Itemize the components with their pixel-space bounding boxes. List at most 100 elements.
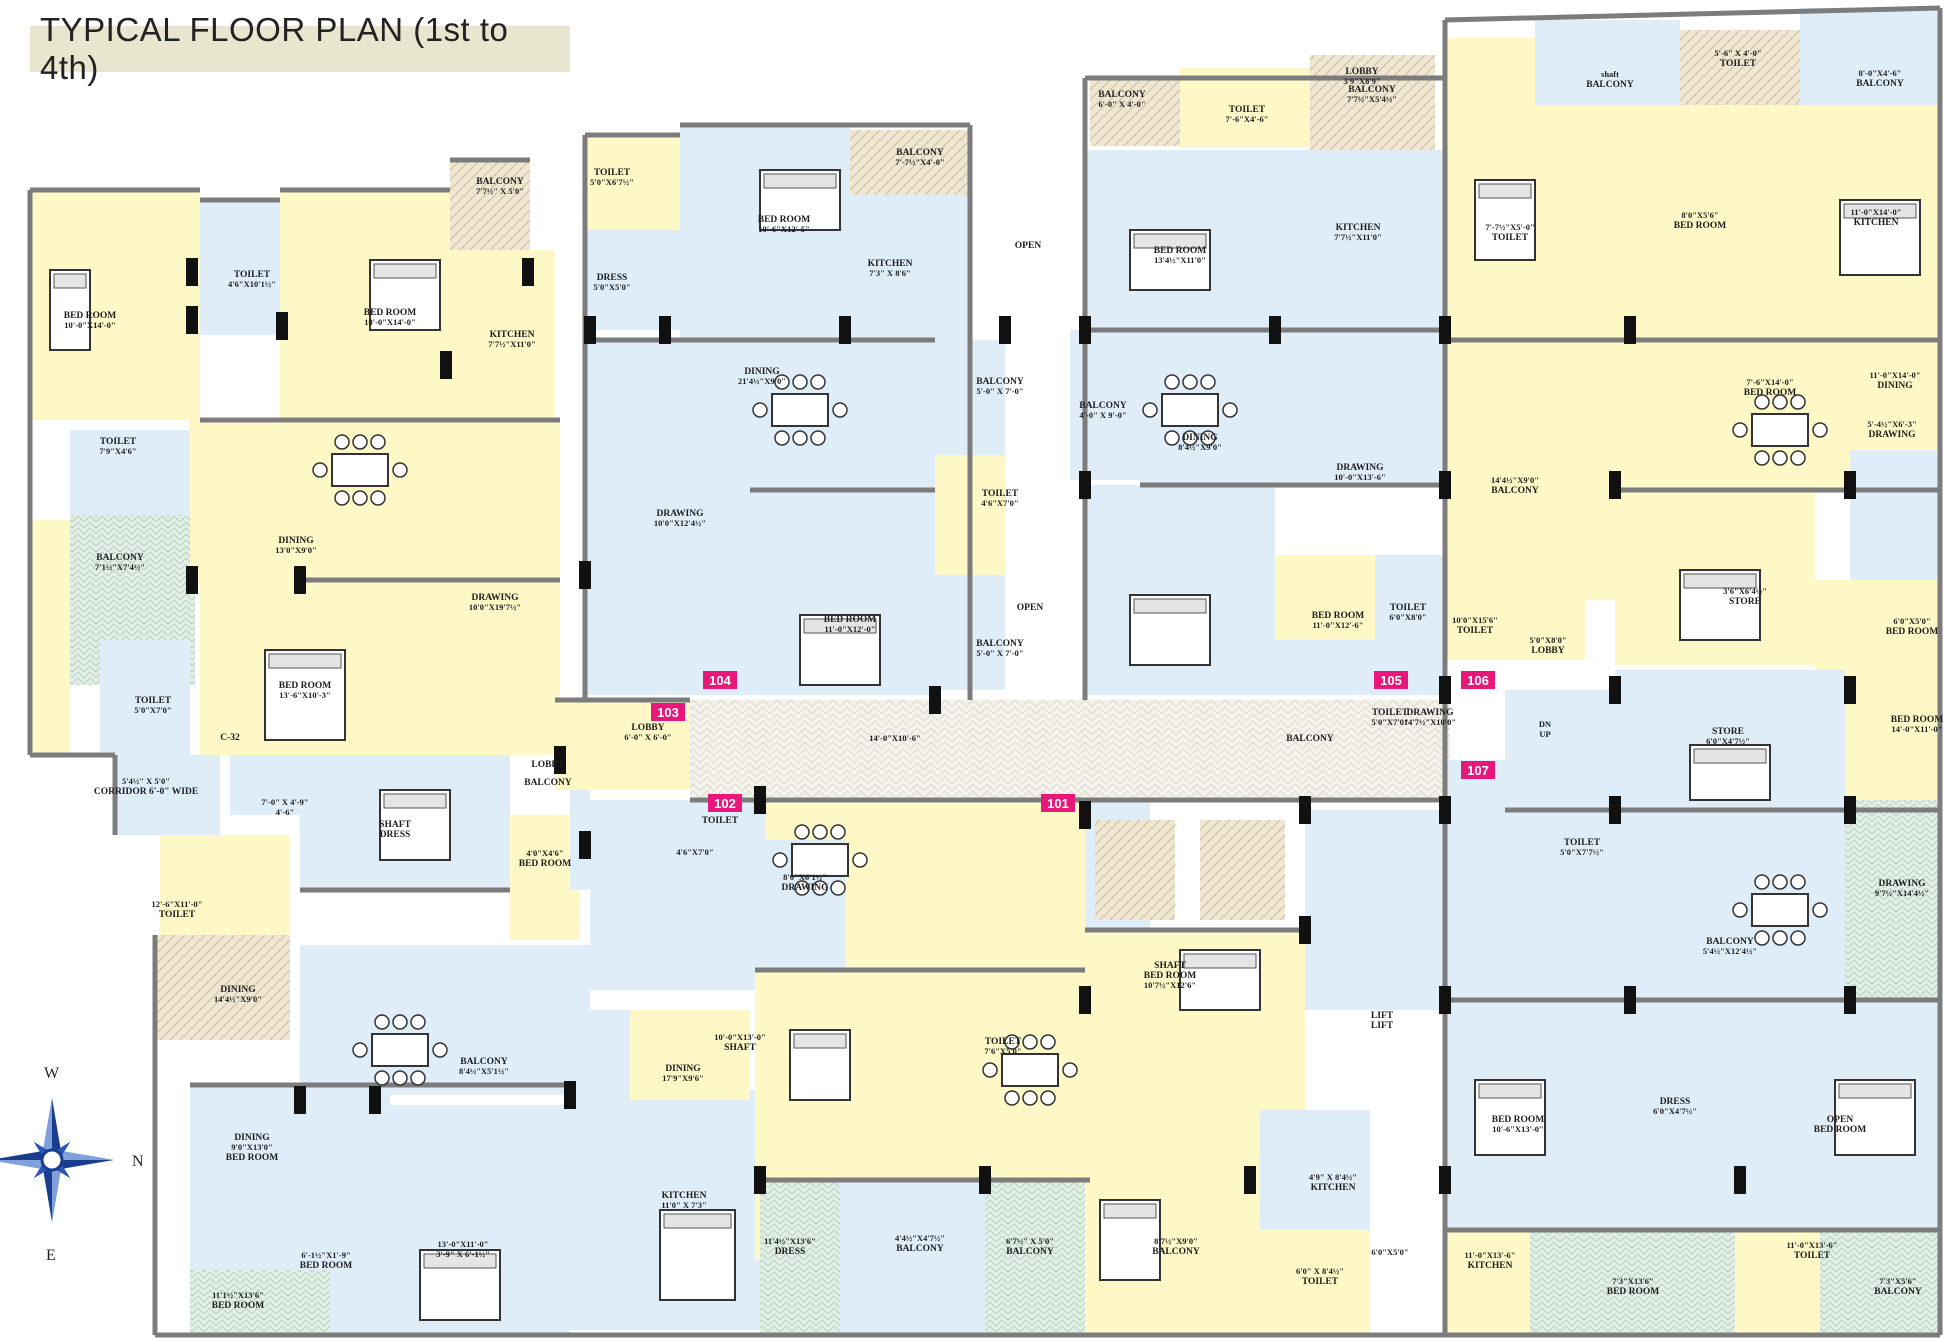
room-area	[680, 125, 850, 340]
room-label: TOILET	[159, 910, 196, 920]
structural-column	[999, 316, 1011, 344]
bed-icon	[264, 649, 346, 741]
room-label: BED ROOM	[1744, 388, 1797, 398]
dining-table-icon	[752, 374, 848, 446]
room-label: LIFT	[1371, 1011, 1394, 1021]
room-area	[510, 815, 580, 940]
structural-column	[1844, 676, 1856, 704]
structural-column	[1079, 471, 1091, 499]
room-area	[160, 835, 290, 945]
room-label: 14'-0"X11'-0"	[1892, 724, 1943, 734]
room-label: 7'-0" X 4'-9"	[261, 797, 308, 807]
room-area	[410, 480, 560, 755]
room-label: C-32	[220, 733, 240, 743]
structural-column	[1439, 471, 1451, 499]
room-label: DRESS	[1660, 1097, 1691, 1107]
room-label: TOILET	[1302, 1277, 1339, 1287]
room-label: TOILET	[135, 696, 172, 706]
room-area	[1200, 820, 1285, 920]
structural-column	[579, 561, 591, 589]
room-label: 10'-0"X13'-6"	[1334, 472, 1385, 482]
structural-column	[1244, 1166, 1256, 1194]
room-area	[1815, 580, 1940, 670]
room-label: 10'-6"X12'-5"	[758, 224, 809, 234]
structural-column	[294, 566, 306, 594]
room-area	[1070, 330, 1140, 480]
room-area	[590, 800, 765, 990]
room-label: 5'4½" X 5'0"	[122, 776, 170, 786]
room-area	[1850, 450, 1940, 585]
room-area	[760, 1180, 840, 1335]
room-label: BALCONY	[1098, 90, 1146, 100]
room-label: BALCONY	[1491, 486, 1539, 496]
room-label: BALCONY	[1856, 79, 1904, 89]
room-area	[1850, 340, 1940, 450]
room-label: 7'1½"X7'4½"	[95, 562, 145, 572]
room-label: 17'9"X9'6"	[662, 1073, 704, 1083]
room-label: DRESS	[775, 1247, 806, 1257]
room-label: BED ROOM	[226, 1153, 279, 1163]
room-label: 7'7½"X5'4½"	[1347, 94, 1397, 104]
room-area	[985, 1180, 1090, 1335]
room-label: 3'-9" X 6'-1½"	[436, 1249, 490, 1259]
room-label: 10'0"X19'7½"	[469, 602, 521, 612]
bed-icon	[1474, 1079, 1546, 1156]
room-label: 14'4½"X9'0"	[214, 994, 262, 1004]
structural-column	[1439, 986, 1451, 1014]
room-label: 10'7½"X12'6"	[1144, 980, 1196, 990]
room-label: 10'-6"X13'-0"	[1492, 1124, 1543, 1134]
structural-column	[1079, 316, 1091, 344]
structural-column	[186, 566, 198, 594]
room-label: 8'4½"X5'1½"	[459, 1066, 509, 1076]
room-label: 6'0"X4'7½"	[1706, 736, 1750, 746]
room-label: 21'4½"X9'0"	[738, 376, 786, 386]
room-area	[585, 135, 680, 230]
room-label: 5'-6" X 4'-0"	[1714, 48, 1761, 58]
structural-column	[1079, 986, 1091, 1014]
structural-column	[659, 316, 671, 344]
room-label: 8'-0"X4'-6"	[1859, 68, 1902, 78]
room-label: 5'4½"X12'4½"	[1703, 946, 1757, 956]
room-area	[1180, 68, 1310, 148]
room-label: KITCHEN	[868, 259, 913, 269]
room-label: 4'6"X10'1½"	[228, 279, 276, 289]
room-label: KITCHEN	[1311, 1183, 1356, 1193]
structural-column	[1439, 316, 1451, 344]
room-label: 4'-6"	[276, 807, 294, 817]
room-label: DINING	[1877, 381, 1913, 391]
room-label: 4'-0" X 9'-0"	[1079, 410, 1126, 420]
room-label: 10'0"X15'6"	[1452, 615, 1498, 625]
room-label: 5'0"X7'0"	[1371, 717, 1408, 727]
room-area	[1800, 8, 1940, 108]
structural-column	[1439, 796, 1451, 824]
room-label: BED ROOM	[364, 308, 417, 318]
room-label: SHAFT	[1154, 961, 1186, 971]
structural-column	[1624, 316, 1636, 344]
compass-e: E	[46, 1247, 56, 1264]
room-label: BED ROOM	[824, 615, 877, 625]
structural-column	[584, 316, 596, 344]
room-label: 9'0"X13'0"	[231, 1142, 273, 1152]
room-label: DINING	[744, 367, 780, 377]
wall	[1444, 5, 1941, 23]
room-label: 3'9"X8'9"	[1343, 76, 1380, 86]
room-label: 7'7½"X11'0"	[1334, 232, 1381, 242]
room-area	[690, 700, 1450, 800]
room-label: 6'0"X4'7½"	[1653, 1106, 1697, 1116]
room-area	[1275, 640, 1375, 695]
room-area	[200, 200, 280, 335]
room-label: BALCONY	[1286, 734, 1334, 744]
compass-n: N	[132, 1153, 144, 1170]
room-label: 7'7½"X11'0"	[488, 339, 535, 349]
room-label: SHAFT	[379, 820, 411, 830]
room-label: BALCONY	[460, 1057, 508, 1067]
room-label: TOILET	[1564, 838, 1601, 848]
room-label: DINING	[278, 536, 314, 546]
structural-column	[839, 316, 851, 344]
room-label: 5'0"X5'0"	[593, 282, 630, 292]
room-label: DRAWING	[1407, 708, 1455, 718]
room-area	[1445, 38, 1535, 108]
room-label: 11'-0"X14'-0"	[1851, 207, 1902, 217]
room-label: DRAWING	[657, 509, 705, 519]
